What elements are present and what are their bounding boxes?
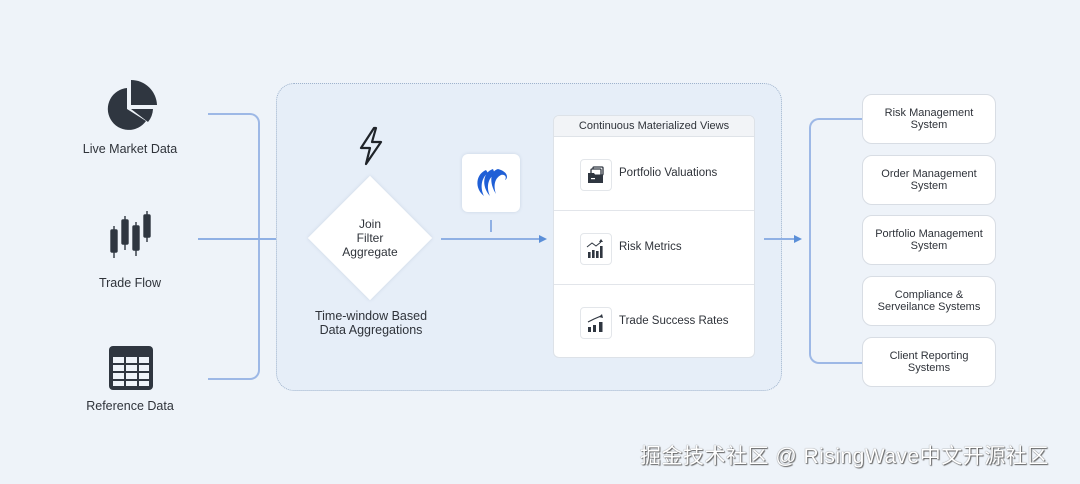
source-label: Trade Flow	[98, 276, 162, 290]
watermark: 掘金技术社区 @ RisingWave中文开源社区	[640, 445, 1049, 468]
connector-line	[198, 238, 294, 240]
source-label: Reference Data	[86, 399, 174, 413]
risingwave-wave-logo-icon	[477, 169, 508, 196]
bar-chart-trend-icon	[586, 239, 603, 258]
mv-item-risk-metrics: Risk Metrics	[554, 211, 754, 285]
mv-item-label: Risk Metrics	[619, 241, 682, 253]
growth-chart-icon	[587, 314, 603, 332]
pie-chart-icon	[107, 79, 157, 130]
arrow-icon	[539, 235, 547, 243]
source-label: Live Market Data	[82, 142, 178, 156]
mv-item-trade-success-rates: Trade Success Rates	[554, 285, 754, 357]
folder-stack-icon	[588, 166, 604, 183]
arrow-icon	[794, 235, 802, 243]
materialized-views-title: Continuous Materialized Views	[554, 116, 754, 137]
engine-logo-card	[462, 154, 520, 212]
mv-item-portfolio-valuations: Portfolio Valuations	[554, 137, 754, 211]
source-reference-data: Reference Data	[50, 340, 210, 420]
mv-item-label: Portfolio Valuations	[619, 167, 718, 179]
candlestick-icon	[110, 211, 151, 258]
operation-join: Join	[358, 217, 381, 231]
source-connector-bracket	[208, 113, 260, 380]
source-live-market-data: Live Market Data	[50, 70, 210, 160]
operation-filter: Filter	[356, 231, 384, 245]
lightning-icon	[359, 126, 383, 166]
mv-item-label: Trade Success Rates	[619, 315, 729, 327]
table-icon	[109, 346, 153, 390]
processing-caption: Time-window Based Data Aggregations	[314, 309, 428, 337]
source-trade-flow: Trade Flow	[50, 205, 210, 295]
materialized-views-card: Continuous Materialized Views Portfolio …	[553, 115, 755, 358]
sink-compliance-surveillance-systems: Compliance &Serveilance Systems	[862, 276, 996, 326]
operations-list: Join Filter Aggregate	[318, 217, 422, 259]
connector-line	[441, 238, 539, 240]
logo-connector-tick	[490, 220, 492, 232]
sink-connector-bracket	[809, 118, 863, 364]
operation-aggregate: Aggregate	[342, 245, 398, 259]
connector-line	[764, 238, 794, 240]
